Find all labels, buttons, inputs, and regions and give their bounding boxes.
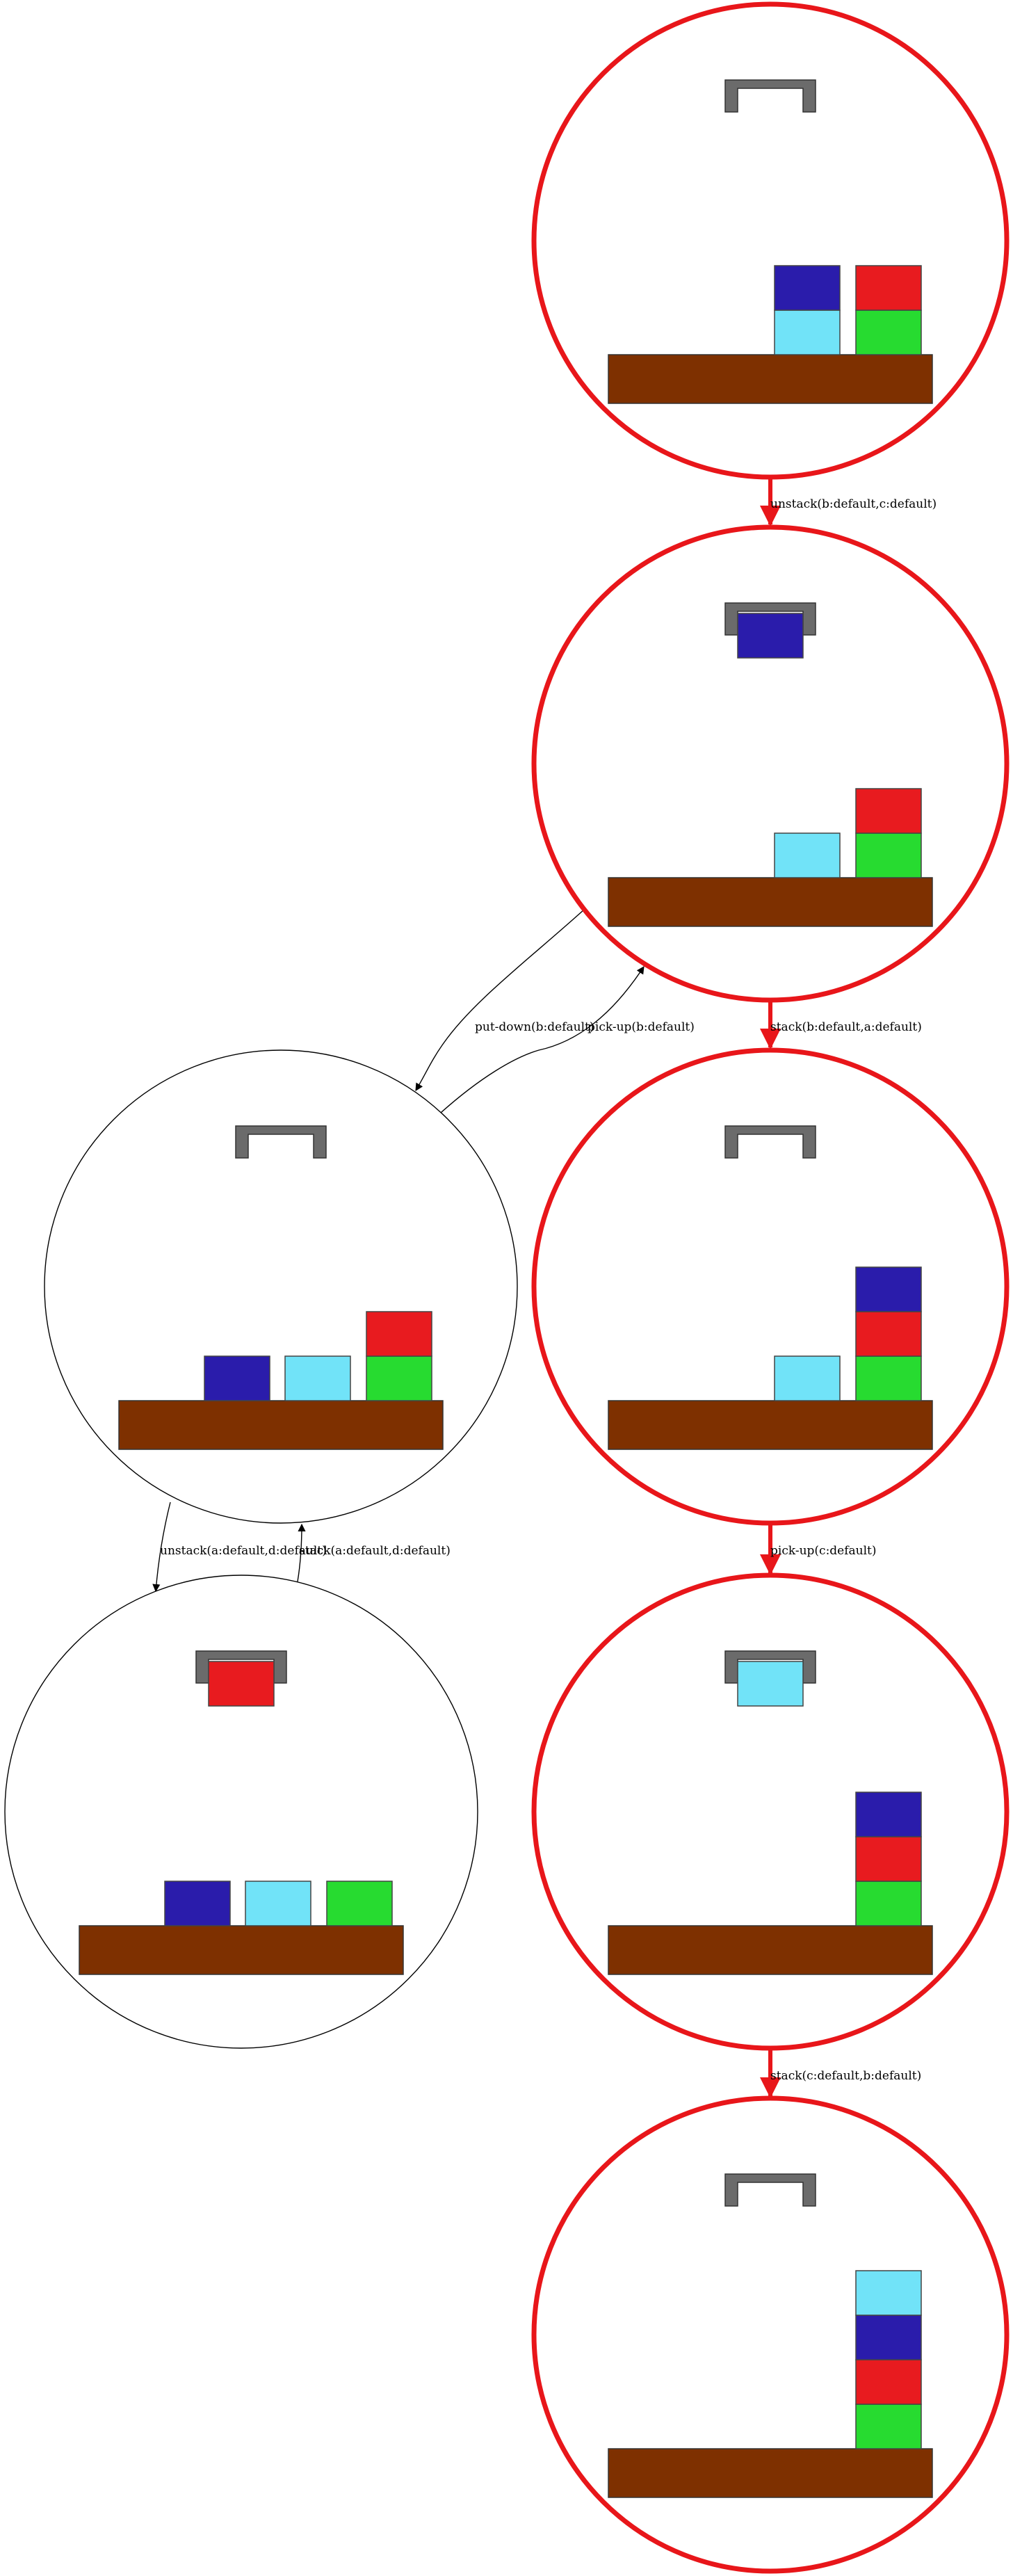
gripper xyxy=(724,2173,816,2207)
block-c xyxy=(774,1355,841,1401)
edges-layer xyxy=(152,477,781,2098)
block-b-held xyxy=(737,613,804,659)
edge-s4-s2 xyxy=(297,1523,306,1582)
edge-label-s3-s5: pick-up(c:default) xyxy=(770,1544,877,1558)
edge-label-s4-s2: stack(a:default,d:default) xyxy=(299,1544,451,1558)
gripper xyxy=(724,79,816,113)
gripper xyxy=(724,1125,816,1159)
block-d xyxy=(855,309,922,355)
table xyxy=(608,354,933,404)
block-d xyxy=(855,832,922,878)
states-layer xyxy=(4,1,1010,2574)
block-b xyxy=(855,2315,922,2360)
block-c xyxy=(774,309,841,355)
table xyxy=(608,2448,933,2498)
state-s2 xyxy=(44,1049,518,1524)
edge-label-s2-s4: unstack(a:default,d:default) xyxy=(160,1544,327,1558)
block-a xyxy=(855,1311,922,1357)
block-c-held xyxy=(737,1661,804,1707)
edge-label-s5-s6: stack(c:default,b:default) xyxy=(770,2069,921,2083)
edge-label-s1-s2: put-down(b:default) xyxy=(475,1020,594,1034)
table xyxy=(608,1925,933,1975)
gripper xyxy=(235,1125,327,1159)
block-a xyxy=(855,2359,922,2405)
state-circle xyxy=(44,1049,518,1524)
block-b xyxy=(164,1881,231,1926)
block-d xyxy=(326,1881,393,1926)
edge-labels-layer: unstack(b:default,c:default) put-down(b:d… xyxy=(160,497,937,2083)
gripper xyxy=(724,1650,816,1684)
block-b xyxy=(855,1792,922,1837)
state-s3 xyxy=(531,1047,1010,1526)
edge-s1-s2 xyxy=(415,909,585,1091)
state-s4 xyxy=(4,1575,478,2049)
block-d xyxy=(855,1881,922,1926)
gripper xyxy=(195,1650,287,1684)
table xyxy=(608,877,933,927)
table xyxy=(79,1925,404,1975)
state-circle xyxy=(531,1047,1010,1526)
edge-label-s2-s1: pick-up(b:default) xyxy=(587,1020,695,1034)
block-b xyxy=(774,265,841,311)
edge-label-s1-s3: stack(b:default,a:default) xyxy=(770,1020,922,1034)
block-d xyxy=(366,1355,432,1401)
block-a xyxy=(855,1836,922,1882)
state-s1 xyxy=(531,524,1010,1003)
state-circle xyxy=(4,1575,478,2049)
edge-s2-s4 xyxy=(152,1502,171,1593)
state-circle xyxy=(531,2095,1010,2574)
state-s5 xyxy=(531,1572,1010,2051)
block-a-held xyxy=(208,1661,275,1707)
state-circle xyxy=(531,1572,1010,2051)
state-s0 xyxy=(531,1,1010,480)
block-d xyxy=(855,2404,922,2449)
block-b xyxy=(204,1355,270,1401)
block-c xyxy=(284,1355,351,1401)
block-c xyxy=(855,2270,922,2316)
block-b xyxy=(855,1266,922,1312)
edge-label-s0-s1: unstack(b:default,c:default) xyxy=(770,497,937,511)
block-c xyxy=(245,1881,311,1926)
block-a xyxy=(855,788,922,834)
state-circle xyxy=(531,1,1010,480)
state-s6 xyxy=(531,2095,1010,2574)
table xyxy=(118,1400,444,1450)
edge-s2-s1 xyxy=(440,966,645,1113)
state-circle xyxy=(531,524,1010,1003)
block-a xyxy=(366,1311,432,1357)
table xyxy=(608,1400,933,1450)
block-a xyxy=(855,265,922,311)
gripper xyxy=(724,602,816,636)
block-c xyxy=(774,832,841,878)
block-d xyxy=(855,1355,922,1401)
